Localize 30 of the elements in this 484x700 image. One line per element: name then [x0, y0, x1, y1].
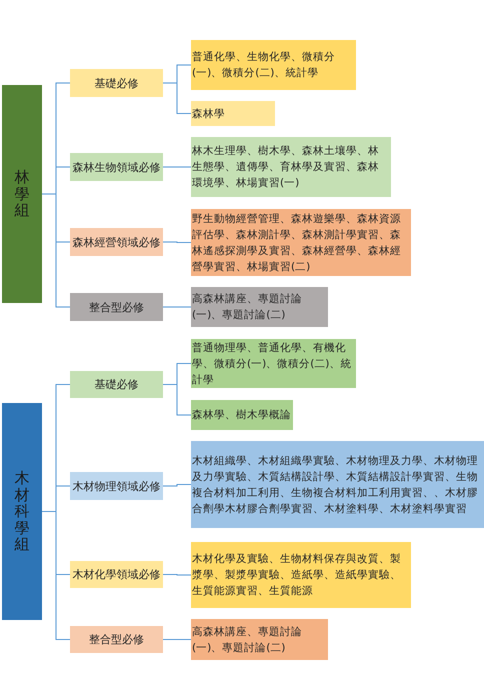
connector-line: [162, 242, 192, 243]
course-list-box: 普通物理學、普通化學、有機化學、微積分(一)、微積分(二)、統計學: [191, 339, 356, 388]
category-box: 木材物理領域必修: [70, 472, 163, 500]
connector-line: [42, 511, 70, 640]
course-list-box: 木材化學及實驗、生物材料保存與改質、製漿學、製漿學實驗、造紙學、造紙學實驗、生質能源實習、生質能源: [191, 542, 411, 608]
category-box: 基礎必修: [70, 371, 163, 398]
course-list-box: 高森林講座、專題討論(一)、專題討論(二): [191, 287, 328, 327]
category-box: 基礎必修: [70, 69, 163, 97]
course-list-box: 森林學、樹木學概論: [191, 400, 293, 430]
connector-line: [162, 574, 192, 576]
course-list-box: 林木生理學、樹木學、森林土壤學、林生態學、遺傳學、育林學及實習、森林環境學、林場實習(一): [191, 137, 391, 197]
group-box: 木材科學組: [2, 403, 42, 620]
category-box: 森林經營領域必修: [70, 228, 163, 256]
connector-line: [162, 639, 192, 640]
connector-line: [42, 194, 70, 308]
connector-line: [162, 484, 192, 486]
course-list-box: 高森林講座、專題討論(一)、專題討論(二): [191, 619, 328, 660]
connector-line: [162, 82, 192, 114]
category-box: 木材化學領域必修: [70, 561, 163, 588]
group-box: 林學組: [2, 85, 42, 303]
category-box: 整合型必修: [70, 626, 163, 653]
connector-line: [162, 166, 192, 168]
course-list-box: 森林學: [191, 101, 275, 126]
course-list-box: 野生動物經營管理、森林遊樂學、森林資源評估學、森林測計學、森林測計學實習、森林遙感探測學及實習、森林經營學、森林經營學實習、林場實習(二): [191, 209, 411, 276]
course-list-box: 木材組織學、木材組織學實驗、木材物理及力學、木材物理及力學實驗、木質結構設計學、木質結構設計學實習、生物複合材料加工利用、生物複合材料加工利用實習、、木材膠合劑學木材膠合劑學實習、木材塗料學、木材塗料學實習: [191, 441, 484, 528]
category-box: 整合型必修: [70, 293, 163, 321]
connector-line: [162, 306, 192, 308]
connector-line: [162, 384, 192, 416]
course-list-box: 普通化學、生物化學、微積分(一)、微積分(二)、統計學: [191, 40, 356, 90]
category-box: 森林生物領域必修: [70, 153, 163, 181]
